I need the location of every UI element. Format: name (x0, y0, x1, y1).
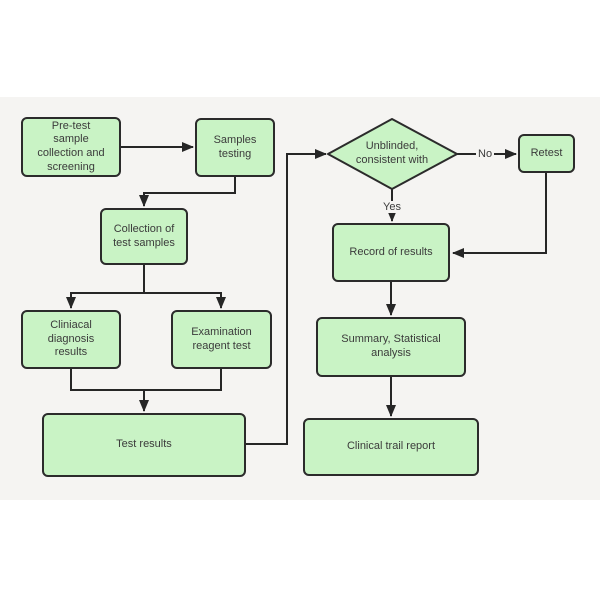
edge-label-yes: Yes (381, 201, 403, 213)
node-decision-label: Unblinded, consistent with (355, 140, 429, 166)
node-test-results: Test results (42, 413, 246, 477)
node-collection-of-test-samples: Collection of test samples (100, 208, 188, 265)
node-retest: Retest (518, 134, 575, 173)
edge-collection-examination (144, 292, 226, 309)
edge-testresults-decision (246, 149, 327, 445)
edge-retest-record (452, 173, 547, 258)
node-samples-testing: Samples testing (195, 118, 275, 177)
edge-clinical-merge (70, 368, 144, 391)
node-pretest-sample-collection: Pre-test sample collection and screening (21, 117, 121, 177)
edge-collection-clinical (66, 264, 145, 309)
edge-label-no: No (476, 148, 495, 160)
node-clinical-diagnosis-results: Cliniacal diagnosis results (21, 310, 121, 369)
edge-samples-collection (139, 176, 236, 207)
node-summary-statistical-analysis: Summary, Statistical analysis (316, 317, 466, 377)
edge-examination-merge (144, 368, 222, 391)
node-examination-reagent-test: Examination reagent test (171, 310, 272, 369)
node-clinical-trail-report: Clinical trail report (303, 418, 479, 476)
node-decision-diamond (327, 118, 458, 190)
node-record-of-results: Record of results (332, 223, 450, 282)
